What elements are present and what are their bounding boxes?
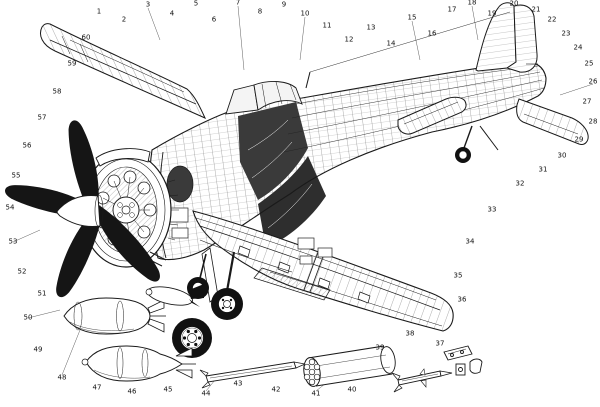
tail-section xyxy=(397,2,589,163)
antenna-mast xyxy=(305,71,311,89)
aerial-wire xyxy=(309,11,511,73)
windscreen xyxy=(225,84,259,115)
avionics-boxes xyxy=(297,237,333,265)
cowl-flaps xyxy=(167,179,179,241)
propeller xyxy=(5,120,160,298)
wing-root-fairing xyxy=(199,239,293,273)
cockpit-canopy xyxy=(225,11,511,115)
bomb-long xyxy=(81,345,196,382)
carburetor-scoop xyxy=(95,148,151,167)
radial-engine xyxy=(80,148,179,272)
arrestor-hook xyxy=(479,125,499,151)
spinner xyxy=(56,195,101,227)
tailwheel xyxy=(455,125,473,163)
practice-bomb xyxy=(145,284,204,307)
rocket-pod xyxy=(303,345,396,387)
rocket-tube xyxy=(199,361,307,389)
main-landing-gear xyxy=(187,247,243,320)
rocket-pod-tubes xyxy=(303,358,321,386)
bomb-large xyxy=(63,297,166,335)
spare-wheel xyxy=(172,318,212,358)
crankcase xyxy=(112,196,140,224)
small-rocket xyxy=(391,368,453,393)
external-ordnance xyxy=(63,284,483,393)
flap xyxy=(253,267,331,301)
fuel-tank-shadow xyxy=(258,156,326,248)
canopy-bubble xyxy=(253,81,303,111)
near-wing-structure xyxy=(192,210,454,332)
oil-tank xyxy=(166,165,194,203)
gear-door xyxy=(201,247,219,303)
far-wing-structure xyxy=(40,23,206,119)
bomb-rack-fittings xyxy=(443,345,483,376)
